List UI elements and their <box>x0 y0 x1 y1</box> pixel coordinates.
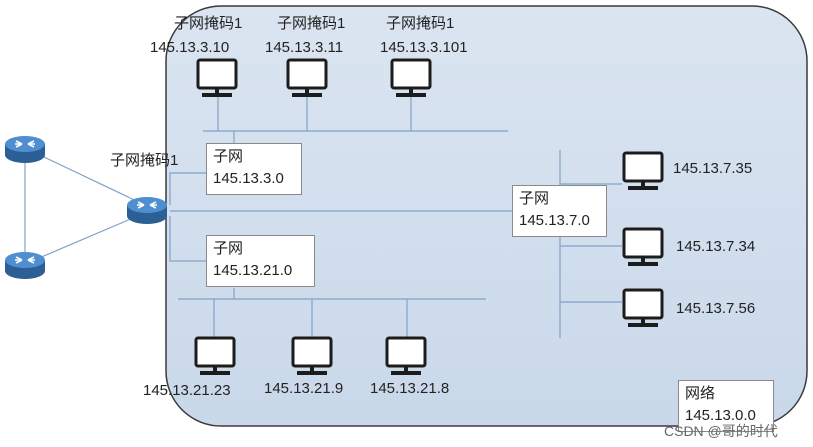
subnet-title: 子网 <box>213 240 244 257</box>
router-icon <box>4 135 46 164</box>
subnet-address: 145.13.3.0 <box>213 170 284 187</box>
host-mask-label: 子网掩码1 <box>174 15 243 32</box>
host-ip-label: 145.13.7.34 <box>676 238 756 255</box>
host-mask-label: 子网掩码1 <box>277 15 346 32</box>
subnet-title: 子网 <box>519 190 550 207</box>
host-ip-label: 145.13.3.10 <box>150 39 230 56</box>
subnet-address: 145.13.21.0 <box>213 262 293 279</box>
watermark: CSDN @哥的时代 <box>664 423 778 439</box>
host-ip-label: 145.13.21.23 <box>143 382 231 399</box>
host-ip-label: 145.13.7.56 <box>676 300 756 317</box>
subnet-box-21: 子网 145.13.21.0 <box>206 235 315 287</box>
host-mask-label: 子网掩码1 <box>386 15 455 32</box>
subnet-box-3: 子网 145.13.3.0 <box>206 143 302 195</box>
host-ip-label: 145.13.21.8 <box>370 380 450 397</box>
subnet-box-7: 子网 145.13.7.0 <box>512 185 607 237</box>
host-ip-label: 145.13.21.9 <box>264 380 344 397</box>
router-links <box>24 147 148 265</box>
lan-lines <box>169 95 622 340</box>
router-icon <box>126 196 168 225</box>
host-ip-label: 145.13.3.101 <box>380 39 468 56</box>
router-icon <box>4 251 46 280</box>
network-address: 145.13.0.0 <box>685 407 756 424</box>
subnet-title: 子网 <box>213 148 244 165</box>
network-box: 网络 145.13.0.0 <box>678 380 774 432</box>
network-region <box>165 5 808 427</box>
router-mask-label: 子网掩码1 <box>110 152 179 169</box>
host-ip-label: 145.13.3.11 <box>265 39 344 56</box>
network-title: 网络 <box>685 385 716 402</box>
subnet-address: 145.13.7.0 <box>519 212 590 229</box>
host-ip-label: 145.13.7.35 <box>673 160 753 177</box>
